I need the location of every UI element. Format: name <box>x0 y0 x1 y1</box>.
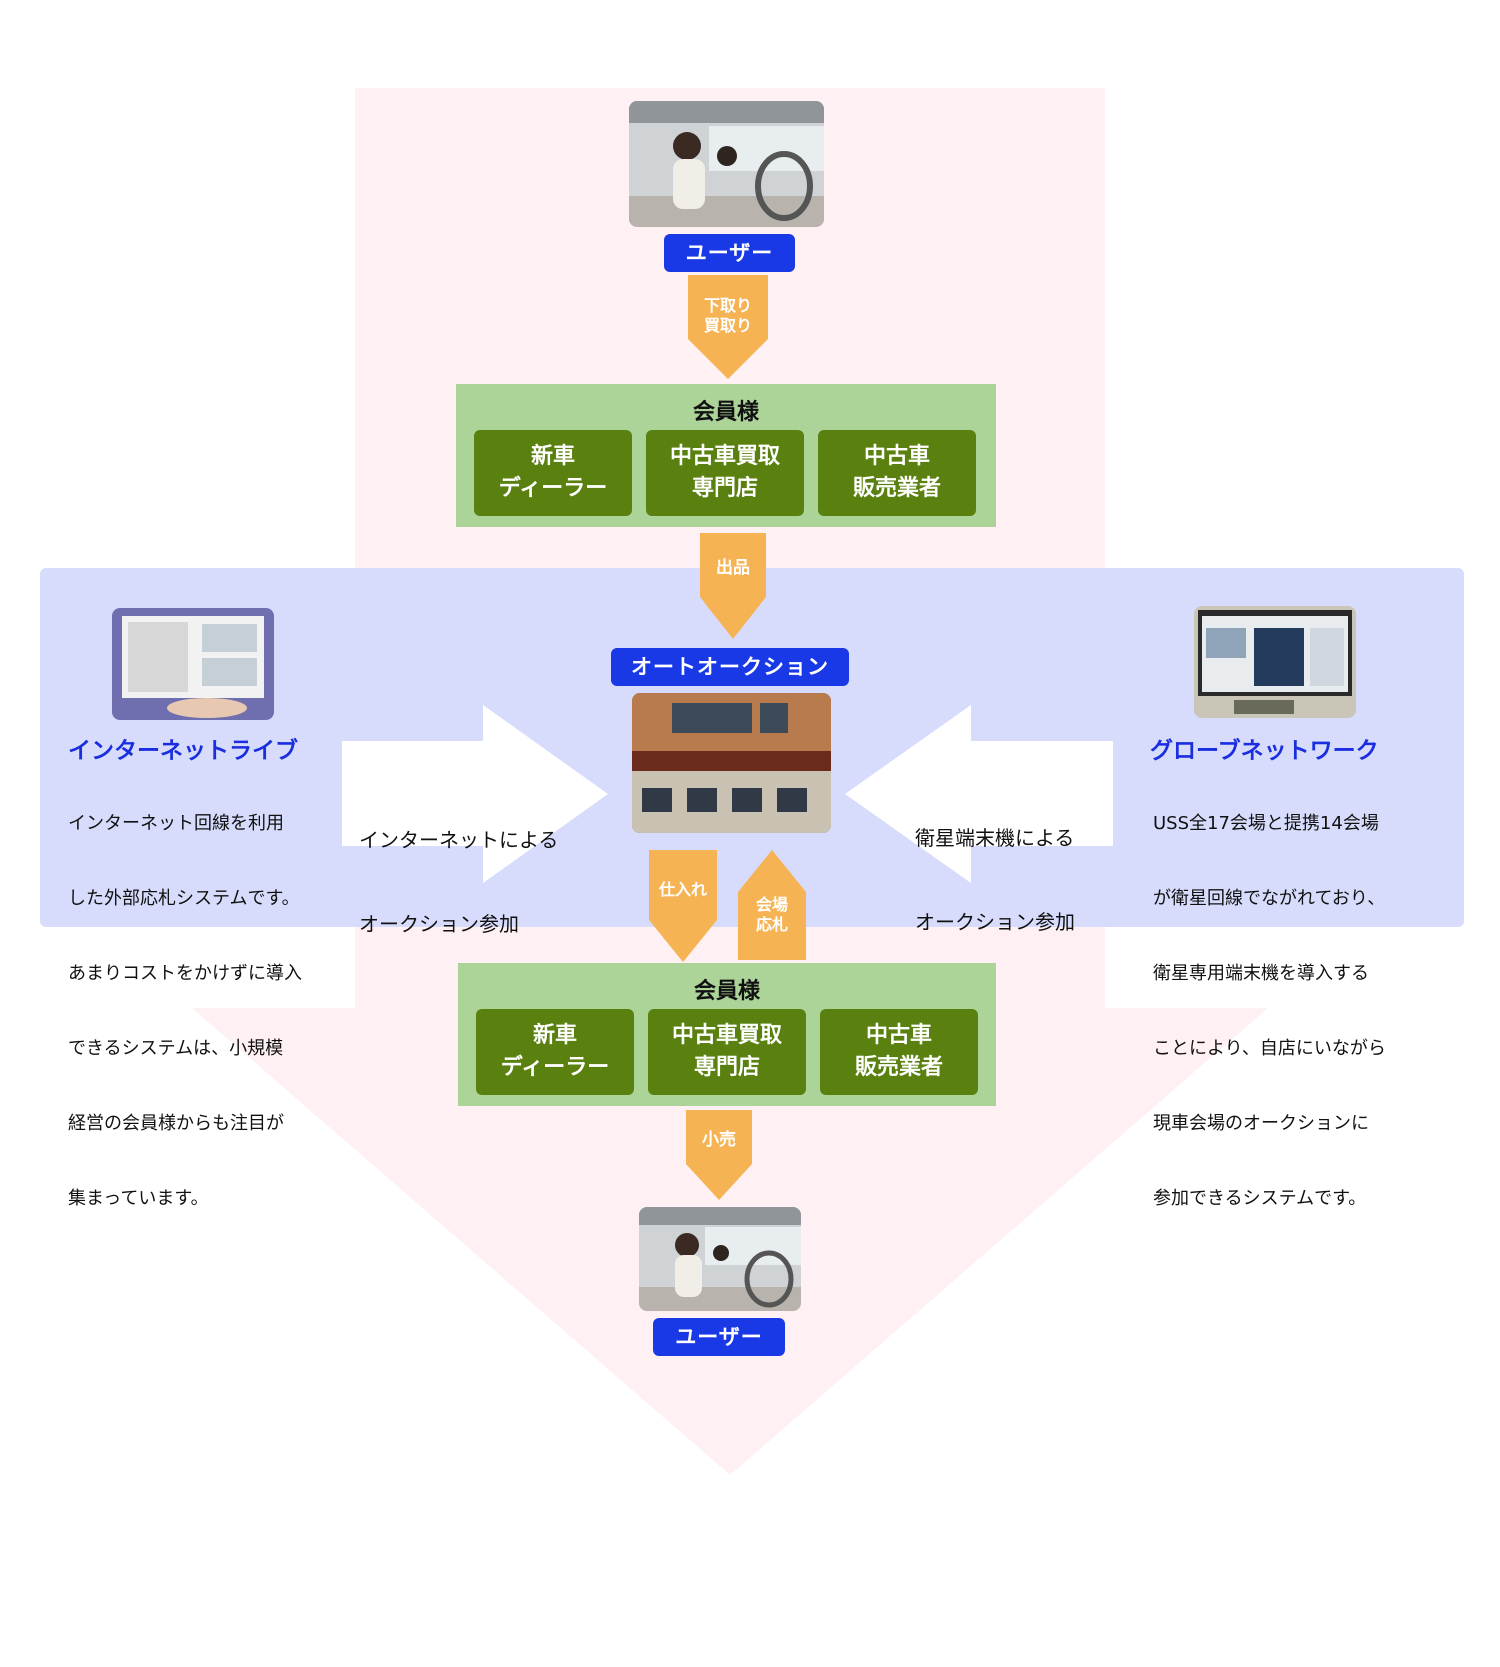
member-title-top: 会員様 <box>692 400 759 425</box>
tile-line2: 専門店 <box>693 1055 760 1080</box>
satellite-participation-label: 衛星端末機による オークション参加 <box>915 768 1075 964</box>
tile-line2: ディーラー <box>500 1055 610 1080</box>
tile-line1: 中古車 <box>863 444 930 469</box>
description-line: 衛星専用端末機を導入する <box>1153 963 1369 984</box>
arrow-text-line2: オークション参加 <box>915 910 1075 934</box>
globe-network-photo <box>1194 606 1356 718</box>
internet-live-description: インターネット回線を利用 した外部応札システムです。 あまりコストをかけずに導入… <box>68 761 302 1236</box>
member-tile-used-car-seller: 中古車 販売業者 <box>818 430 976 516</box>
satellite-participation-arrow <box>845 705 1113 883</box>
member-tile-new-car-dealer: 新車 ディーラー <box>476 1009 634 1095</box>
description-line: USS全17会場と提携14会場 <box>1153 813 1379 834</box>
listing-arrow <box>700 533 766 639</box>
internet-participation-arrow <box>342 705 608 883</box>
auction-label: オートオークション <box>611 648 849 686</box>
venue-bid-line1: 会場 <box>755 895 788 914</box>
description-line: 現車会場のオークションに <box>1153 1113 1369 1134</box>
tile-line2: 販売業者 <box>852 476 941 501</box>
description-line: あまりコストをかけずに導入 <box>68 963 302 984</box>
member-title-bottom: 会員様 <box>693 979 760 1004</box>
description-line: が衛星回線でながれており、 <box>1153 888 1386 909</box>
arrow-text-line2: オークション参加 <box>359 912 519 936</box>
internet-live-title: インターネットライブ <box>68 738 298 764</box>
description-line: できるシステムは、小規模 <box>68 1038 284 1059</box>
trade-in-arrow <box>688 275 768 379</box>
description-line: した外部応札システムです。 <box>68 888 300 909</box>
tile-line1: 中古車買取 <box>669 444 780 469</box>
arrow-text-line1: 衛星端末機による <box>915 826 1075 850</box>
tile-line2: ディーラー <box>498 476 608 501</box>
member-tile-used-car-seller: 中古車 販売業者 <box>820 1009 978 1095</box>
tile-line1: 新車 <box>532 1023 577 1048</box>
member-box-bottom: 会員様 新車 ディーラー 中古車買取 専門店 中古車 販売業者 <box>458 963 996 1106</box>
user-photo-top <box>629 101 824 227</box>
tile-line1: 中古車買取 <box>671 1023 782 1048</box>
internet-live-photo <box>112 608 274 720</box>
retail-arrow <box>686 1110 752 1200</box>
trade-in-label: 下取り 買取り <box>686 296 770 336</box>
description-line: 経営の会員様からも注目が <box>68 1113 284 1134</box>
purchase-arrow <box>649 850 717 962</box>
internet-participation-label: インターネットによる オークション参加 <box>359 770 558 966</box>
tile-line2: 販売業者 <box>854 1055 943 1080</box>
member-tile-used-car-buyer: 中古車買取 専門店 <box>648 1009 806 1095</box>
member-tile-new-car-dealer: 新車 ディーラー <box>474 430 632 516</box>
venue-bid-line2: 応札 <box>755 915 788 934</box>
description-line: 参加できるシステムです。 <box>1153 1188 1367 1209</box>
purchase-label: 仕入れ <box>658 880 707 899</box>
description-line: 集まっています。 <box>68 1188 209 1209</box>
description-line: ことにより、自店にいながら <box>1153 1038 1386 1059</box>
globe-network-title: グローブネットワーク <box>1150 738 1379 764</box>
venue-bid-label: 会場 応札 <box>738 895 806 935</box>
description-line: インターネット回線を利用 <box>68 813 284 834</box>
member-tile-used-car-buyer: 中古車買取 専門店 <box>646 430 804 516</box>
trade-in-line2: 買取り <box>703 316 752 335</box>
retail-label: 小売 <box>702 1130 736 1150</box>
arrow-text-line1: インターネットによる <box>359 828 559 852</box>
user-label-bottom: ユーザー <box>653 1318 785 1356</box>
tile-line2: 専門店 <box>691 476 758 501</box>
user-label-top: ユーザー <box>664 234 795 272</box>
globe-network-description: USS全17会場と提携14会場 が衛星回線でながれており、 衛星専用端末機を導入… <box>1153 761 1386 1236</box>
venue-bid-arrow <box>738 850 806 960</box>
tile-line1: 新車 <box>530 444 575 469</box>
listing-label: 出品 <box>716 558 750 578</box>
trade-in-line1: 下取り <box>703 296 752 315</box>
tile-line1: 中古車 <box>865 1023 932 1048</box>
user-photo-bottom <box>639 1207 801 1311</box>
auction-hall-photo <box>632 693 831 833</box>
member-box-top: 会員様 新車 ディーラー 中古車買取 専門店 中古車 販売業者 <box>456 384 996 527</box>
